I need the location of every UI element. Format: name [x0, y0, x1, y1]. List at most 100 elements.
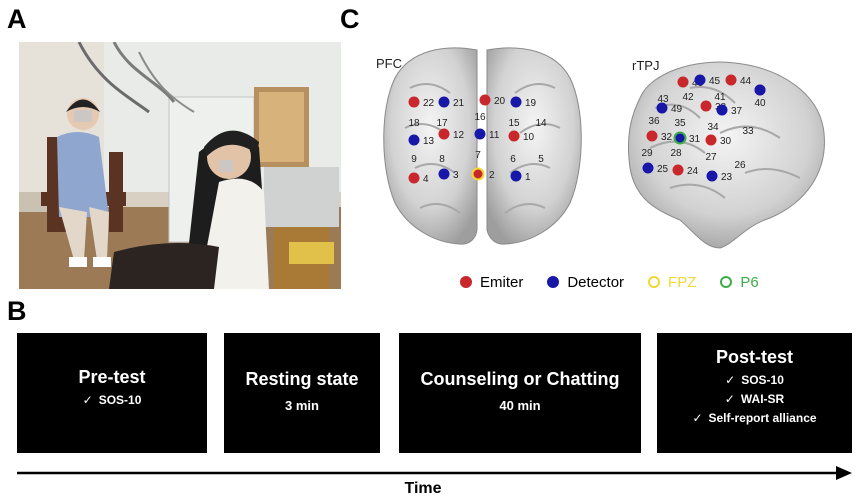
montage-detector-39-icon: [754, 84, 766, 96]
montage-emitter-44-icon: [725, 74, 737, 86]
montage-channel-label-19: 19: [525, 98, 537, 109]
montage-channel-label-26: 26: [734, 160, 746, 171]
pre-test-box: Pre-test ✓SOS-10: [17, 333, 207, 453]
montage-channel-label-2: 2: [489, 170, 495, 181]
montage-emitter-12-icon: [438, 128, 450, 140]
resting-state-box: Resting state 3 min: [224, 333, 380, 453]
montage-emitter-38-icon: [700, 100, 712, 112]
montage-emitter-22-icon: [408, 96, 420, 108]
montage-channel-label-41: 41: [714, 92, 726, 103]
montage-channel-label-28: 28: [670, 148, 682, 159]
montage-detector-19-icon: [510, 96, 522, 108]
rtpj-label: rTPJ: [632, 58, 659, 73]
montage-detector-3-icon: [438, 168, 450, 180]
montage-channel-label-12: 12: [453, 130, 465, 141]
checkmark-icon: ✓: [692, 411, 703, 425]
post-test-title: Post-test: [715, 347, 793, 367]
montage-channel-label-10: 10: [523, 132, 535, 143]
montage-channel-label-18: 18: [408, 118, 420, 129]
montage-channel-label-9: 9: [411, 154, 417, 165]
montage-channel-label-49: 49: [671, 104, 683, 115]
checkmark-icon: ✓: [82, 393, 93, 407]
post-test-item-1: ✓SOS-10: [725, 373, 784, 387]
montage-channel-label-23: 23: [721, 172, 733, 183]
montage-detector-45-icon: [694, 74, 706, 86]
checkmark-icon: ✓: [724, 392, 735, 406]
montage-channel-label-30: 30: [720, 136, 732, 147]
counseling-title: Counseling or Chatting: [420, 369, 620, 389]
montage-channel-label-14: 14: [535, 118, 547, 129]
montage-channel-label-16: 16: [474, 112, 486, 123]
time-axis: [17, 466, 852, 480]
montage-channel-label-29: 29: [641, 148, 653, 159]
montage-channel-label-4: 4: [423, 174, 429, 185]
p6-marker-icon: [720, 276, 733, 288]
montage-detector-37-icon: [716, 104, 728, 116]
legend-detector-label: Detector: [567, 273, 625, 291]
legend-p6-label: P6: [740, 273, 759, 291]
panel-label-a: A: [7, 4, 27, 34]
time-axis-label: Time: [404, 480, 442, 497]
montage-channel-label-44: 44: [740, 76, 752, 87]
legend-item-emitter: Emiter: [460, 274, 523, 291]
montage-fpz-fpz-icon: [471, 167, 485, 181]
checkmark-icon: ✓: [725, 373, 736, 387]
montage-channel-label-3: 3: [453, 170, 459, 181]
counseling-box: Counseling or Chatting 40 min: [399, 333, 641, 453]
legend-item-detector: Detector: [547, 274, 624, 291]
montage-channel-label-35: 35: [674, 118, 686, 129]
post-test-box: Post-test ✓SOS-10 ✓WAI-SR ✓Self-report a…: [657, 333, 852, 453]
montage-detector-21-icon: [438, 96, 450, 108]
montage-emitter-46-icon: [677, 76, 689, 88]
montage-channel-label-34: 34: [707, 122, 719, 133]
resting-state-title: Resting state: [245, 369, 359, 389]
montage-channel-label-45: 45: [709, 76, 721, 87]
montage-channel-label-8: 8: [439, 154, 445, 165]
montage-emitter-4-icon: [408, 172, 420, 184]
montage-channel-label-21: 21: [453, 98, 465, 109]
montage-channel-label-24: 24: [687, 166, 699, 177]
pfc-brain: [383, 47, 582, 245]
montage-channel-label-5: 5: [538, 154, 544, 165]
montage-channel-label-27: 27: [705, 152, 717, 163]
montage-detector-23-icon: [706, 170, 718, 182]
montage-p6-31-icon: [673, 131, 687, 145]
montage-detector-25-icon: [642, 162, 654, 174]
post-test-item-3: ✓Self-report alliance: [692, 411, 817, 425]
montage-detector-49-icon: [656, 102, 668, 114]
montage-channel-label-36: 36: [648, 116, 660, 127]
montage-emitter-20-icon: [479, 94, 491, 106]
montage-channel-label-43: 43: [657, 94, 669, 105]
montage-channel-label-31: 31: [689, 134, 701, 145]
montage-channel-label-15: 15: [508, 118, 520, 129]
legend-emitter-label: Emiter: [480, 273, 524, 291]
fpz-marker-icon: [648, 276, 661, 288]
montage-channel-label-40: 40: [754, 98, 766, 109]
post-test-item-2: ✓WAI-SR: [724, 392, 785, 406]
montage-channel-label-20: 20: [494, 96, 506, 107]
montage-channel-label-1: 1: [525, 172, 531, 183]
rtpj-brain: [627, 61, 825, 249]
legend: Emiter Detector FPZ P6: [460, 270, 759, 294]
experiment-photo: [19, 42, 341, 289]
montage-channel-label-22: 22: [423, 98, 435, 109]
montage-emitter-30-icon: [705, 134, 717, 146]
montage-channel-label-11: 11: [489, 130, 500, 141]
detector-marker-icon: [547, 276, 560, 288]
montage-channel-label-7: 7: [475, 150, 481, 161]
montage-emitter-24-icon: [672, 164, 684, 176]
panel-label-c: C: [340, 4, 360, 34]
montage-channel-label-6: 6: [510, 154, 516, 165]
rtpj-points: 4645444342414038373635343332313029282726…: [641, 74, 766, 183]
pfc-label: PFC: [376, 56, 402, 71]
pre-test-title: Pre-test: [78, 367, 146, 387]
legend-fpz-label: FPZ: [668, 273, 697, 291]
montage-channel-label-17: 17: [436, 118, 448, 129]
montage-channel-label-32: 32: [661, 132, 673, 143]
emitter-marker-icon: [460, 276, 472, 288]
montage-emitter-10-icon: [508, 130, 520, 142]
montage-detector-1-icon: [510, 170, 522, 182]
resting-state-duration: 3 min: [285, 398, 319, 413]
